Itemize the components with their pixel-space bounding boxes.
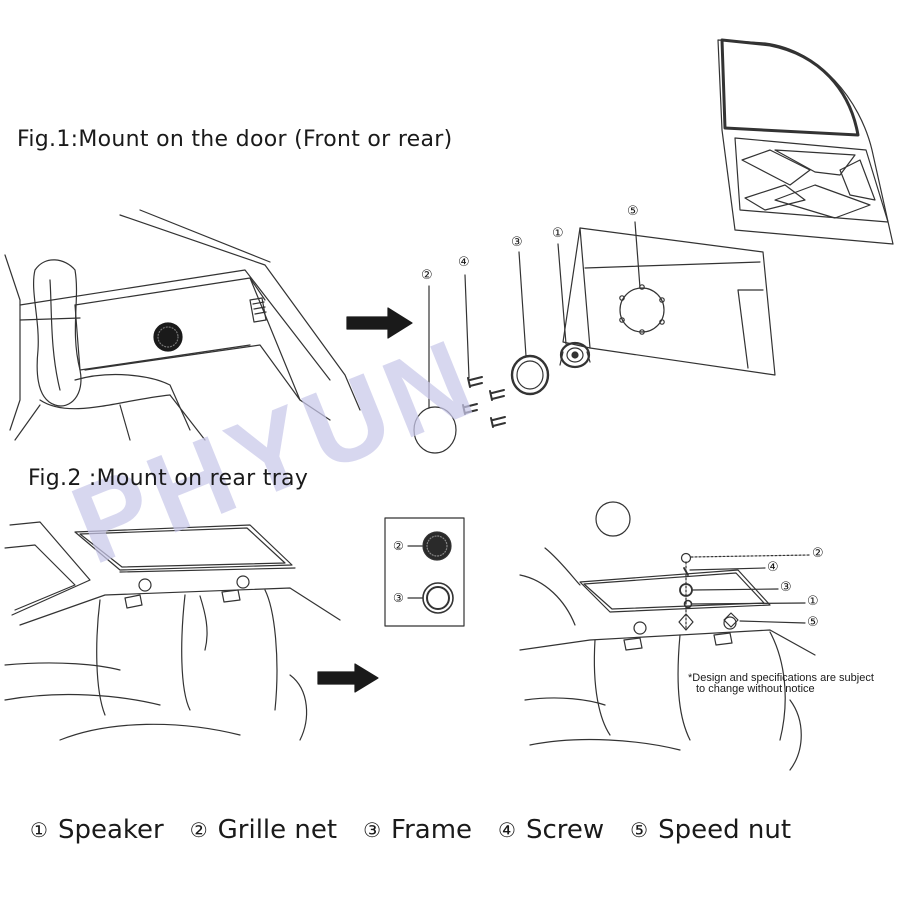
- legend-label: Grille net: [217, 815, 338, 845]
- legend-label: Speaker: [57, 815, 164, 845]
- callout-4-screw-tray: ④: [767, 560, 779, 575]
- legend-item-speed-nut: ⑤ Speed nut: [630, 815, 791, 845]
- legend-item-speaker: ① Speaker: [30, 815, 164, 845]
- legend-number: ④: [498, 818, 516, 842]
- callout-3-frame: ③: [511, 235, 523, 250]
- legend-item-screw: ④ Screw: [498, 815, 604, 845]
- fig1-title: Fig.1:Mount on the door (Front or rear): [17, 127, 453, 152]
- disclaimer-line-1: *Design and specifications are subject: [688, 672, 874, 684]
- callout-2-grille: ②: [421, 268, 433, 283]
- legend-label: Speed nut: [658, 815, 792, 845]
- legend-number: ⑤: [630, 818, 649, 842]
- legend-number: ③: [363, 818, 382, 842]
- callout-5-speed-nut-tray: ⑤: [807, 615, 819, 630]
- frame-ring-icon: [510, 354, 550, 396]
- legend-number: ①: [30, 818, 48, 842]
- callout-3-frame-tray: ③: [780, 580, 792, 595]
- callout-1-speaker-tray: ①: [807, 594, 819, 609]
- parts-legend: ① Speaker ② Grille net ③ Frame ④ Screw ⑤…: [30, 815, 890, 845]
- screw-icon: [462, 376, 506, 428]
- grille-net-icon: [413, 406, 457, 454]
- door-speaker-grille: [153, 322, 183, 352]
- door-interior-drawing: [4, 209, 361, 441]
- callout-5-speed-nut: ⑤: [627, 204, 639, 219]
- legend-label: Screw: [525, 815, 605, 845]
- disclaimer-line-2: to change without notice: [696, 683, 815, 695]
- inset-callout-frame: ③: [393, 591, 404, 605]
- inset-callout-grille: ②: [393, 539, 404, 553]
- callout-1-speaker: ①: [552, 226, 564, 241]
- parts-inset-box: [384, 517, 465, 627]
- legend-item-frame: ③ Frame: [363, 815, 472, 845]
- speaker-icon: [559, 341, 591, 369]
- legend-label: Frame: [391, 815, 473, 845]
- arrow-right-icon: [346, 307, 413, 339]
- car-door-drawing: [717, 38, 894, 245]
- rear-tray-exploded-drawing: [519, 547, 816, 771]
- callout-2-grille-tray: ②: [812, 546, 824, 561]
- callout-4-screw: ④: [458, 255, 470, 270]
- legend-number: ②: [189, 818, 208, 842]
- fig2-title: Fig.2 :Mount on rear tray: [28, 466, 309, 491]
- rear-tray-drawing: [4, 521, 341, 741]
- arrow-right-icon: [317, 663, 379, 693]
- grille-net-icon: [595, 501, 631, 537]
- legend-item-grille-net: ② Grille net: [190, 815, 337, 845]
- door-panel: [562, 227, 776, 376]
